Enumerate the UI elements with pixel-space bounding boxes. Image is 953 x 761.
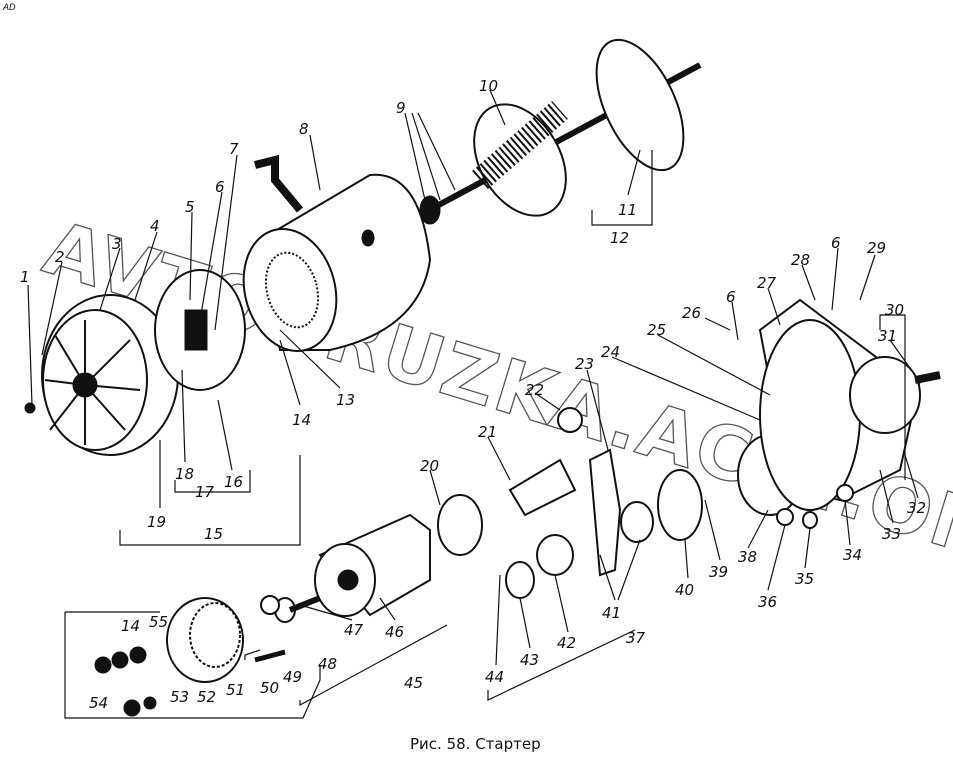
callout-37: 37 [626, 629, 646, 647]
callout-12: 12 [610, 229, 629, 247]
callout-51: 51 [226, 681, 245, 699]
callout-52: 52 [197, 688, 216, 706]
callout-20: 20 [420, 457, 439, 475]
callout-13: 13 [336, 391, 355, 409]
callout-26: 26 [682, 304, 701, 322]
callout-32: 32 [907, 499, 926, 517]
callout-10: 10 [479, 77, 498, 95]
callout-23: 23 [575, 355, 594, 373]
callout-11: 11 [618, 201, 637, 219]
callout-21: 21 [478, 423, 497, 441]
callout-49: 49 [283, 668, 302, 686]
callout-39: 39 [709, 563, 728, 581]
callout-9: 9 [396, 99, 406, 117]
callout-24: 24 [601, 343, 620, 361]
callout-1: 1 [20, 268, 30, 286]
callout-3: 3 [112, 235, 122, 253]
drive-housing-part [758, 298, 941, 511]
callout-16: 16 [224, 473, 243, 491]
end-cover-part [24, 269, 246, 456]
callout-53: 53 [170, 688, 189, 706]
callout-14b: 14 [121, 617, 140, 635]
callout-40: 40 [675, 581, 694, 599]
callout-48: 48 [318, 655, 337, 673]
armature-part [418, 38, 702, 225]
callout-45: 45 [404, 674, 423, 692]
callout-7: 7 [229, 140, 239, 158]
callout-17: 17 [195, 483, 215, 501]
callout-38: 38 [738, 548, 757, 566]
callout-22: 22 [525, 381, 544, 399]
callout-55: 55 [149, 613, 168, 631]
callout-44: 44 [485, 668, 504, 686]
callout-18: 18 [175, 465, 194, 483]
callout-42: 42 [557, 634, 576, 652]
callout-2: 2 [55, 248, 65, 266]
callout-15: 15 [204, 525, 223, 543]
solenoid-part [274, 458, 577, 623]
callout-8: 8 [299, 120, 309, 138]
callout-34: 34 [843, 546, 862, 564]
drive-part [505, 407, 818, 599]
callout-50: 50 [260, 679, 279, 697]
callout-30: 30 [885, 301, 904, 319]
callout-43: 43 [520, 651, 539, 669]
callout-labels: 1 2 3 4 5 6 7 8 9 10 11 12 13 14 15 16 1… [20, 77, 926, 712]
callout-36: 36 [758, 593, 777, 611]
callout-29: 29 [867, 239, 886, 257]
callout-27: 27 [757, 274, 777, 292]
leader-lines [27, 89, 919, 719]
callout-6: 6 [215, 178, 225, 196]
callout-47: 47 [344, 621, 364, 639]
callout-41: 41 [602, 604, 621, 622]
callout-19: 19 [147, 513, 166, 531]
callout-31: 31 [878, 327, 897, 345]
callout-6c: 6 [831, 234, 841, 252]
callout-25: 25 [647, 321, 666, 339]
callout-28: 28 [791, 251, 810, 269]
callout-6b: 6 [726, 288, 736, 306]
callout-5: 5 [185, 198, 195, 216]
callout-35: 35 [795, 570, 814, 588]
corner-mark: AD [3, 2, 16, 12]
callout-14: 14 [292, 411, 311, 429]
callout-46: 46 [385, 623, 404, 641]
callout-54: 54 [89, 694, 108, 712]
solenoid-cover-part [94, 595, 286, 717]
housing-part [242, 154, 432, 353]
callout-33: 33 [882, 525, 901, 543]
callout-4: 4 [150, 217, 160, 235]
figure-caption: Рис. 58. Стартер [410, 735, 541, 753]
